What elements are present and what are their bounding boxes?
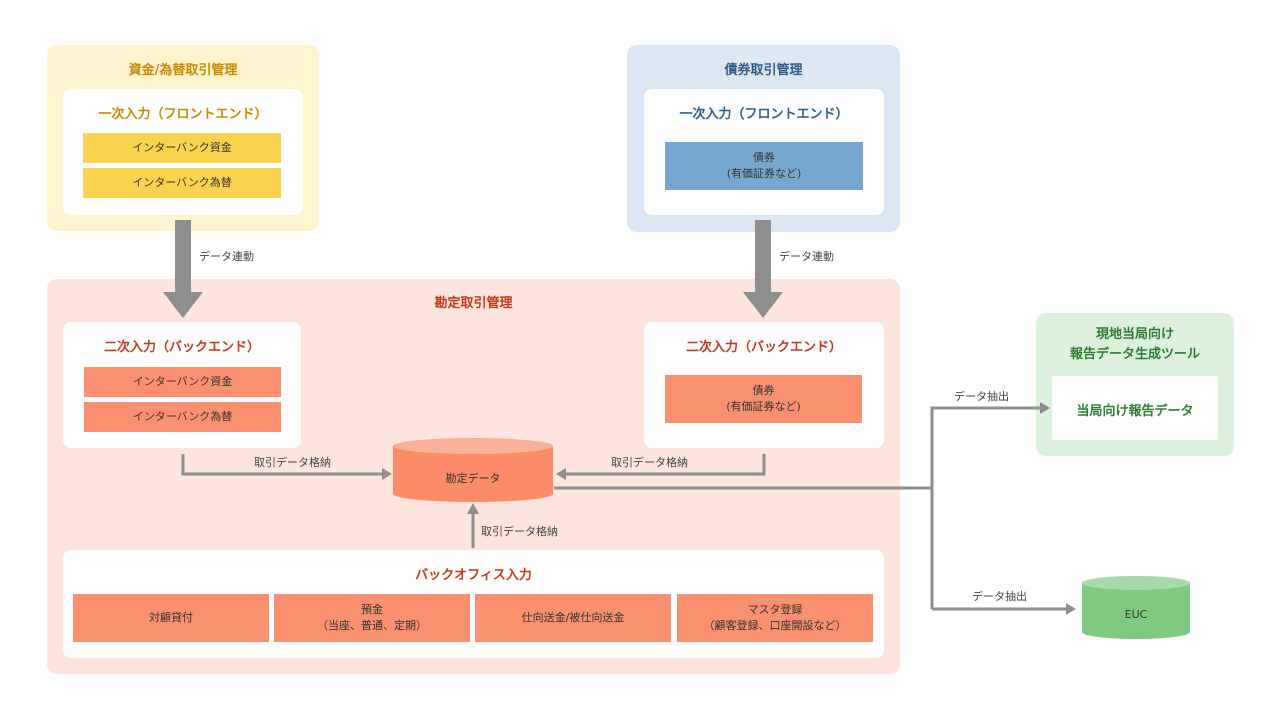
extract-euc-arrowhead	[1066, 603, 1076, 615]
euc-label: EUC	[1124, 608, 1148, 621]
bond-front-box: 一次入力（フロントエンド） 債券 (有価証券など)	[644, 89, 884, 215]
backoffice-item-customer-loans: 対顧貸付	[73, 594, 269, 642]
store-bottom-arrowhead	[467, 503, 479, 514]
bond-item: 債券 (有価証券など)	[665, 142, 863, 190]
euc-top	[1082, 576, 1190, 590]
fx-money-title: 資金/為替取引管理	[128, 63, 238, 78]
fx-money-item-interbank-fx: インターバンク為替	[83, 168, 281, 198]
backoffice-item-remittance: 仕向送金/被仕向送金	[475, 594, 671, 642]
back-right-item: 債券 (有価証券など)	[665, 375, 862, 423]
backoffice-box: バックオフィス入力 対顧貸付 預金 （当座、普通、定期） 仕向送金/被仕向送金 …	[63, 550, 884, 658]
extract-euc-label: データ抽出	[972, 590, 1027, 603]
bond-front-title: 一次入力（フロントエンド）	[679, 107, 849, 122]
data-link-right-arrow-head	[743, 292, 783, 318]
bond-title: 債券取引管理	[724, 63, 803, 78]
store-left-label: 取引データ格納	[254, 456, 331, 469]
store-right-label: 取引データ格納	[611, 456, 688, 469]
store-left-arrowhead	[382, 468, 392, 480]
data-link-left-arrow-head	[163, 292, 203, 318]
back-left-item-interbank-funds: インターバンク資金	[84, 367, 281, 397]
backoffice-title: バックオフィス入力	[415, 568, 532, 583]
euc-cylinder	[1082, 576, 1190, 639]
euc-body	[1082, 583, 1190, 639]
accounting-db-top	[393, 438, 553, 454]
data-link-left-label: データ連動	[199, 250, 254, 263]
data-link-right-label: データ連動	[779, 250, 834, 263]
accounting-db-cylinder	[393, 438, 553, 502]
backoffice-item-master-registration: マスタ登録 （顧客登録、口座開設など）	[677, 594, 873, 642]
back-left-item-interbank-fx: インターバンク為替	[84, 402, 281, 432]
extract-report-arrowhead	[1040, 402, 1050, 414]
store-right-connector	[564, 454, 766, 476]
extract-report-connector	[930, 406, 1042, 609]
fx-money-front-title: 一次入力（フロントエンド）	[98, 107, 268, 122]
report-data-box: 当局向け報告データ	[1052, 376, 1218, 440]
accounting-title: 勘定取引管理	[434, 296, 513, 311]
backoffice-item-deposits: 預金 （当座、普通、定期）	[274, 594, 470, 642]
report-data-label: 当局向け報告データ	[1076, 404, 1194, 419]
back-left-box: 二次入力（バックエンド） インターバンク資金 インターバンク為替	[63, 322, 301, 448]
data-link-right-arrow-shaft	[755, 220, 771, 292]
accounting-db-label: 勘定データ	[445, 472, 501, 485]
fx-money-front-box: 一次入力（フロントエンド） インターバンク資金 インターバンク為替	[63, 89, 303, 215]
store-left-connector	[181, 454, 384, 476]
back-left-title: 二次入力（バックエンド）	[103, 340, 260, 355]
fx-money-item-interbank-funds: インターバンク資金	[83, 133, 281, 163]
store-right-arrowhead	[556, 468, 566, 480]
fx-money-panel: 資金/為替取引管理 一次入力（フロントエンド） インターバンク資金 インターバン…	[47, 45, 319, 231]
store-bottom-label: 取引データ格納	[481, 525, 558, 538]
back-right-box: 二次入力（バックエンド） 債券 (有価証券など)	[644, 322, 884, 448]
accounting-panel: 勘定取引管理 二次入力（バックエンド） インターバンク資金 インターバンク為替 …	[47, 279, 900, 674]
accounting-db-body	[393, 446, 553, 502]
report-tool-panel: 現地当局向け 報告データ生成ツール 当局向け報告データ	[1036, 313, 1234, 456]
bond-panel: 債券取引管理 一次入力（フロントエンド） 債券 (有価証券など)	[627, 45, 900, 232]
data-link-left-arrow-shaft	[175, 220, 191, 292]
extract-report-label: データ抽出	[954, 390, 1009, 403]
back-right-title: 二次入力（バックエンド）	[685, 340, 842, 355]
report-tool-title: 現地当局向け 報告データ生成ツール	[1069, 327, 1200, 363]
